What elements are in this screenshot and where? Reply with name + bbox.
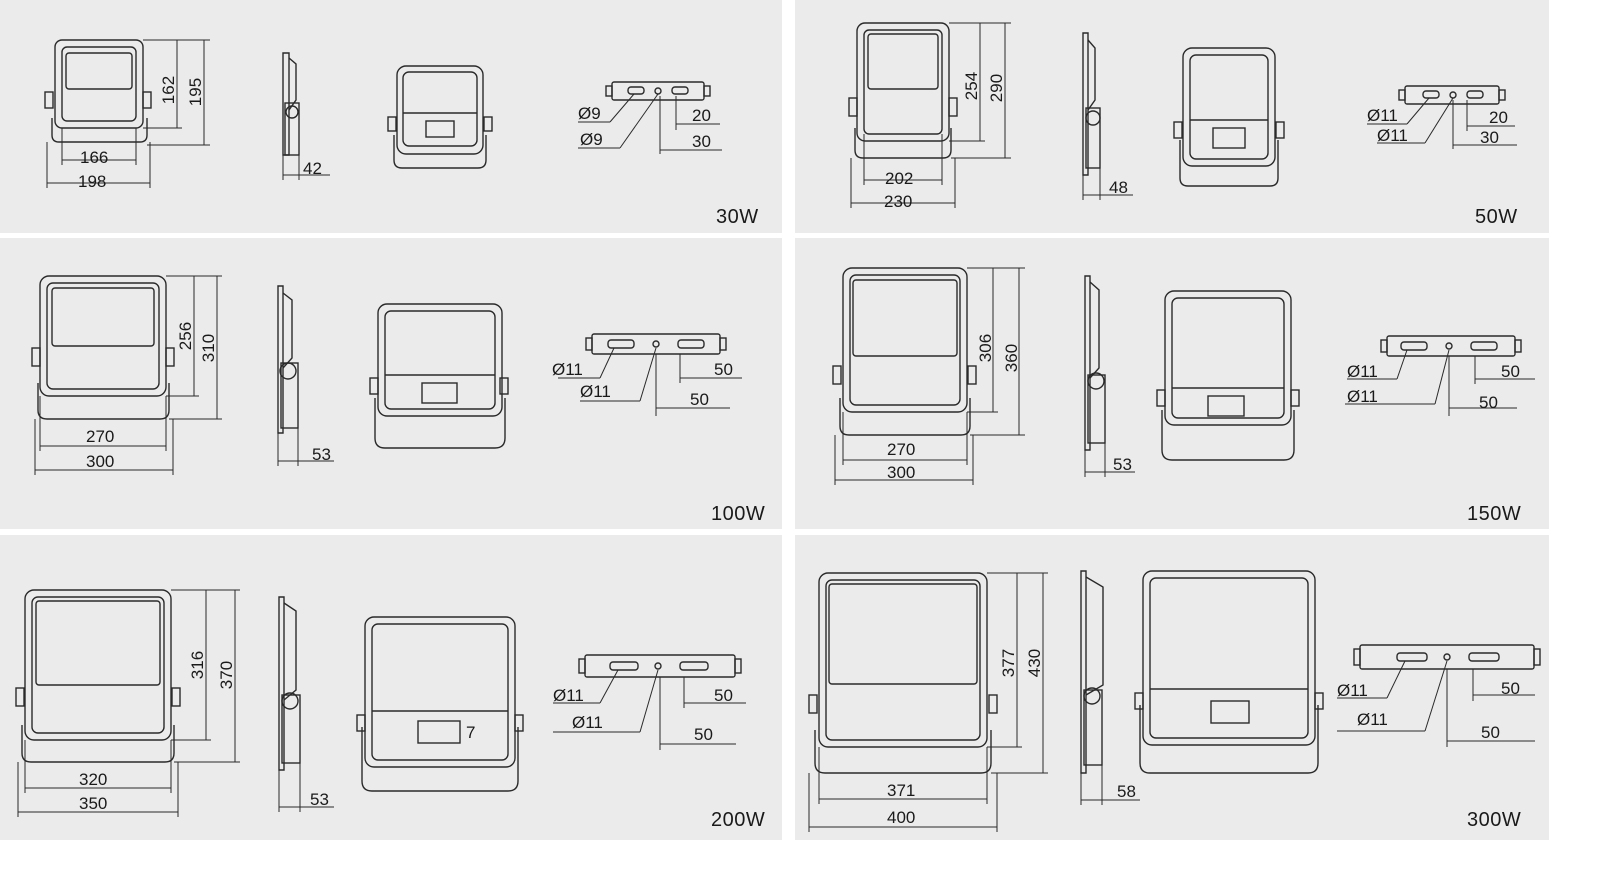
power-label: 30W [716,206,759,228]
power-label: 300W [1467,809,1522,831]
bottom-d2: 50 [1481,723,1500,742]
front-view [808,572,998,774]
power-label: 100W [711,503,766,525]
front-inner-height: 306 [976,334,995,362]
bottom-view [578,654,742,678]
bottom-view [1398,85,1506,105]
front-outer-height: 370 [217,661,236,689]
front-outer-width: 350 [79,794,107,813]
front-view [848,22,958,159]
front-outer-width: 300 [887,463,915,482]
bottom-d2: 50 [1479,393,1498,412]
bottom-d1: 50 [1501,362,1520,381]
side-depth: 48 [1109,178,1128,197]
bottom-d1: 20 [1489,108,1508,127]
drawing-200w: 320 350 53 7 Ø11 Ø11 50 50 316 370 [15,589,746,817]
bottom-d1: 20 [692,106,711,125]
panel-50w: 202 230 48 Ø11 Ø11 20 30 254 290 50W [795,0,1549,233]
bottom-d1: 50 [714,360,733,379]
panel-30w: 166 198 42 Ø9 Ø9 20 30 162 195 30W [0,0,782,233]
front-outer-height: 310 [199,334,218,362]
panel-150w: 270 300 53 Ø11 Ø11 50 50 306 360 150W [795,238,1549,529]
front-view [15,589,181,763]
panel-200w: 320 350 53 7 Ø11 Ø11 50 50 316 370 200W [0,535,782,840]
back-view [1173,47,1285,187]
hole1-dia: Ø11 [553,686,584,705]
front-outer-height: 290 [987,74,1006,102]
front-outer-width: 400 [887,808,915,827]
side-depth: 53 [1113,455,1132,474]
hole2-dia: Ø11 [1347,387,1378,406]
hole2-dia: Ø11 [1357,710,1388,729]
panel-100w: 270 300 53 Ø11 Ø11 50 50 256 310 100W [0,238,782,529]
front-inner-width: 270 [86,427,114,446]
bottom-d2: 50 [690,390,709,409]
side-view [1084,275,1106,451]
front-inner-width: 320 [79,770,107,789]
hole2-dia: Ø11 [572,713,603,732]
bottom-view [1353,644,1541,670]
hole2-dia: Ø9 [580,130,603,149]
drawing-30w: 166 198 42 Ø9 Ø9 20 30 162 195 [44,39,722,191]
front-inner-width: 270 [887,440,915,459]
bottom-d2: 50 [694,725,713,744]
front-view [832,267,977,436]
hole1-dia: Ø11 [1337,681,1368,700]
front-outer-width: 300 [86,452,114,471]
power-label: 150W [1467,503,1522,525]
hole2-dia: Ø11 [1377,126,1408,145]
drawing-100w: 270 300 53 Ø11 Ø11 50 50 256 310 [31,275,742,475]
side-view [282,52,300,156]
side-view [278,596,301,771]
drawing-150w: 270 300 53 Ø11 Ø11 50 50 306 360 [832,267,1535,485]
back-view [1134,570,1324,774]
side-depth: 53 [312,445,331,464]
bottom-d1: 50 [714,686,733,705]
power-label: 200W [711,809,766,831]
side-depth: 58 [1117,782,1136,801]
front-inner-width: 202 [885,169,913,188]
drawing-300w: 371 400 58 Ø11 Ø11 50 50 377 430 [808,570,1541,832]
bottom-d1: 50 [1501,679,1520,698]
bottom-view [1380,335,1522,357]
bottom-d2: 30 [692,132,711,151]
back-view [369,303,509,449]
hole1-dia: Ø11 [552,360,583,379]
front-outer-height: 195 [186,78,205,106]
panel-300w: 371 400 58 Ø11 Ø11 50 50 377 430 300W [795,535,1549,840]
hole1-dia: Ø9 [578,104,601,123]
front-inner-width: 166 [80,148,108,167]
bottom-d2: 30 [1480,128,1499,147]
side-view [277,285,299,434]
front-inner-height: 316 [188,651,207,679]
back-view [387,65,493,169]
front-outer-height: 360 [1002,344,1021,372]
drawing-50w: 202 230 48 Ø11 Ø11 20 30 254 290 [848,22,1517,211]
back-label: 7 [466,723,475,742]
front-outer-width: 198 [78,172,106,191]
hole2-dia: Ø11 [580,382,611,401]
side-view [1080,570,1104,774]
side-view [1082,32,1101,176]
back-view [356,616,524,792]
power-label: 50W [1475,206,1518,228]
front-inner-height: 162 [159,76,178,104]
front-outer-width: 230 [884,192,912,211]
side-depth: 42 [303,159,322,178]
bottom-view [605,81,711,101]
front-view [31,275,175,420]
side-depth: 53 [310,790,329,809]
front-inner-height: 377 [999,649,1018,677]
back-view [1156,290,1300,461]
front-view [44,39,152,143]
hole1-dia: Ø11 [1347,362,1378,381]
front-outer-height: 430 [1025,649,1044,677]
bottom-view [585,333,727,355]
hole1-dia: Ø11 [1367,106,1398,125]
front-inner-width: 371 [887,781,915,800]
front-inner-height: 254 [962,72,981,100]
front-inner-height: 256 [176,322,195,350]
